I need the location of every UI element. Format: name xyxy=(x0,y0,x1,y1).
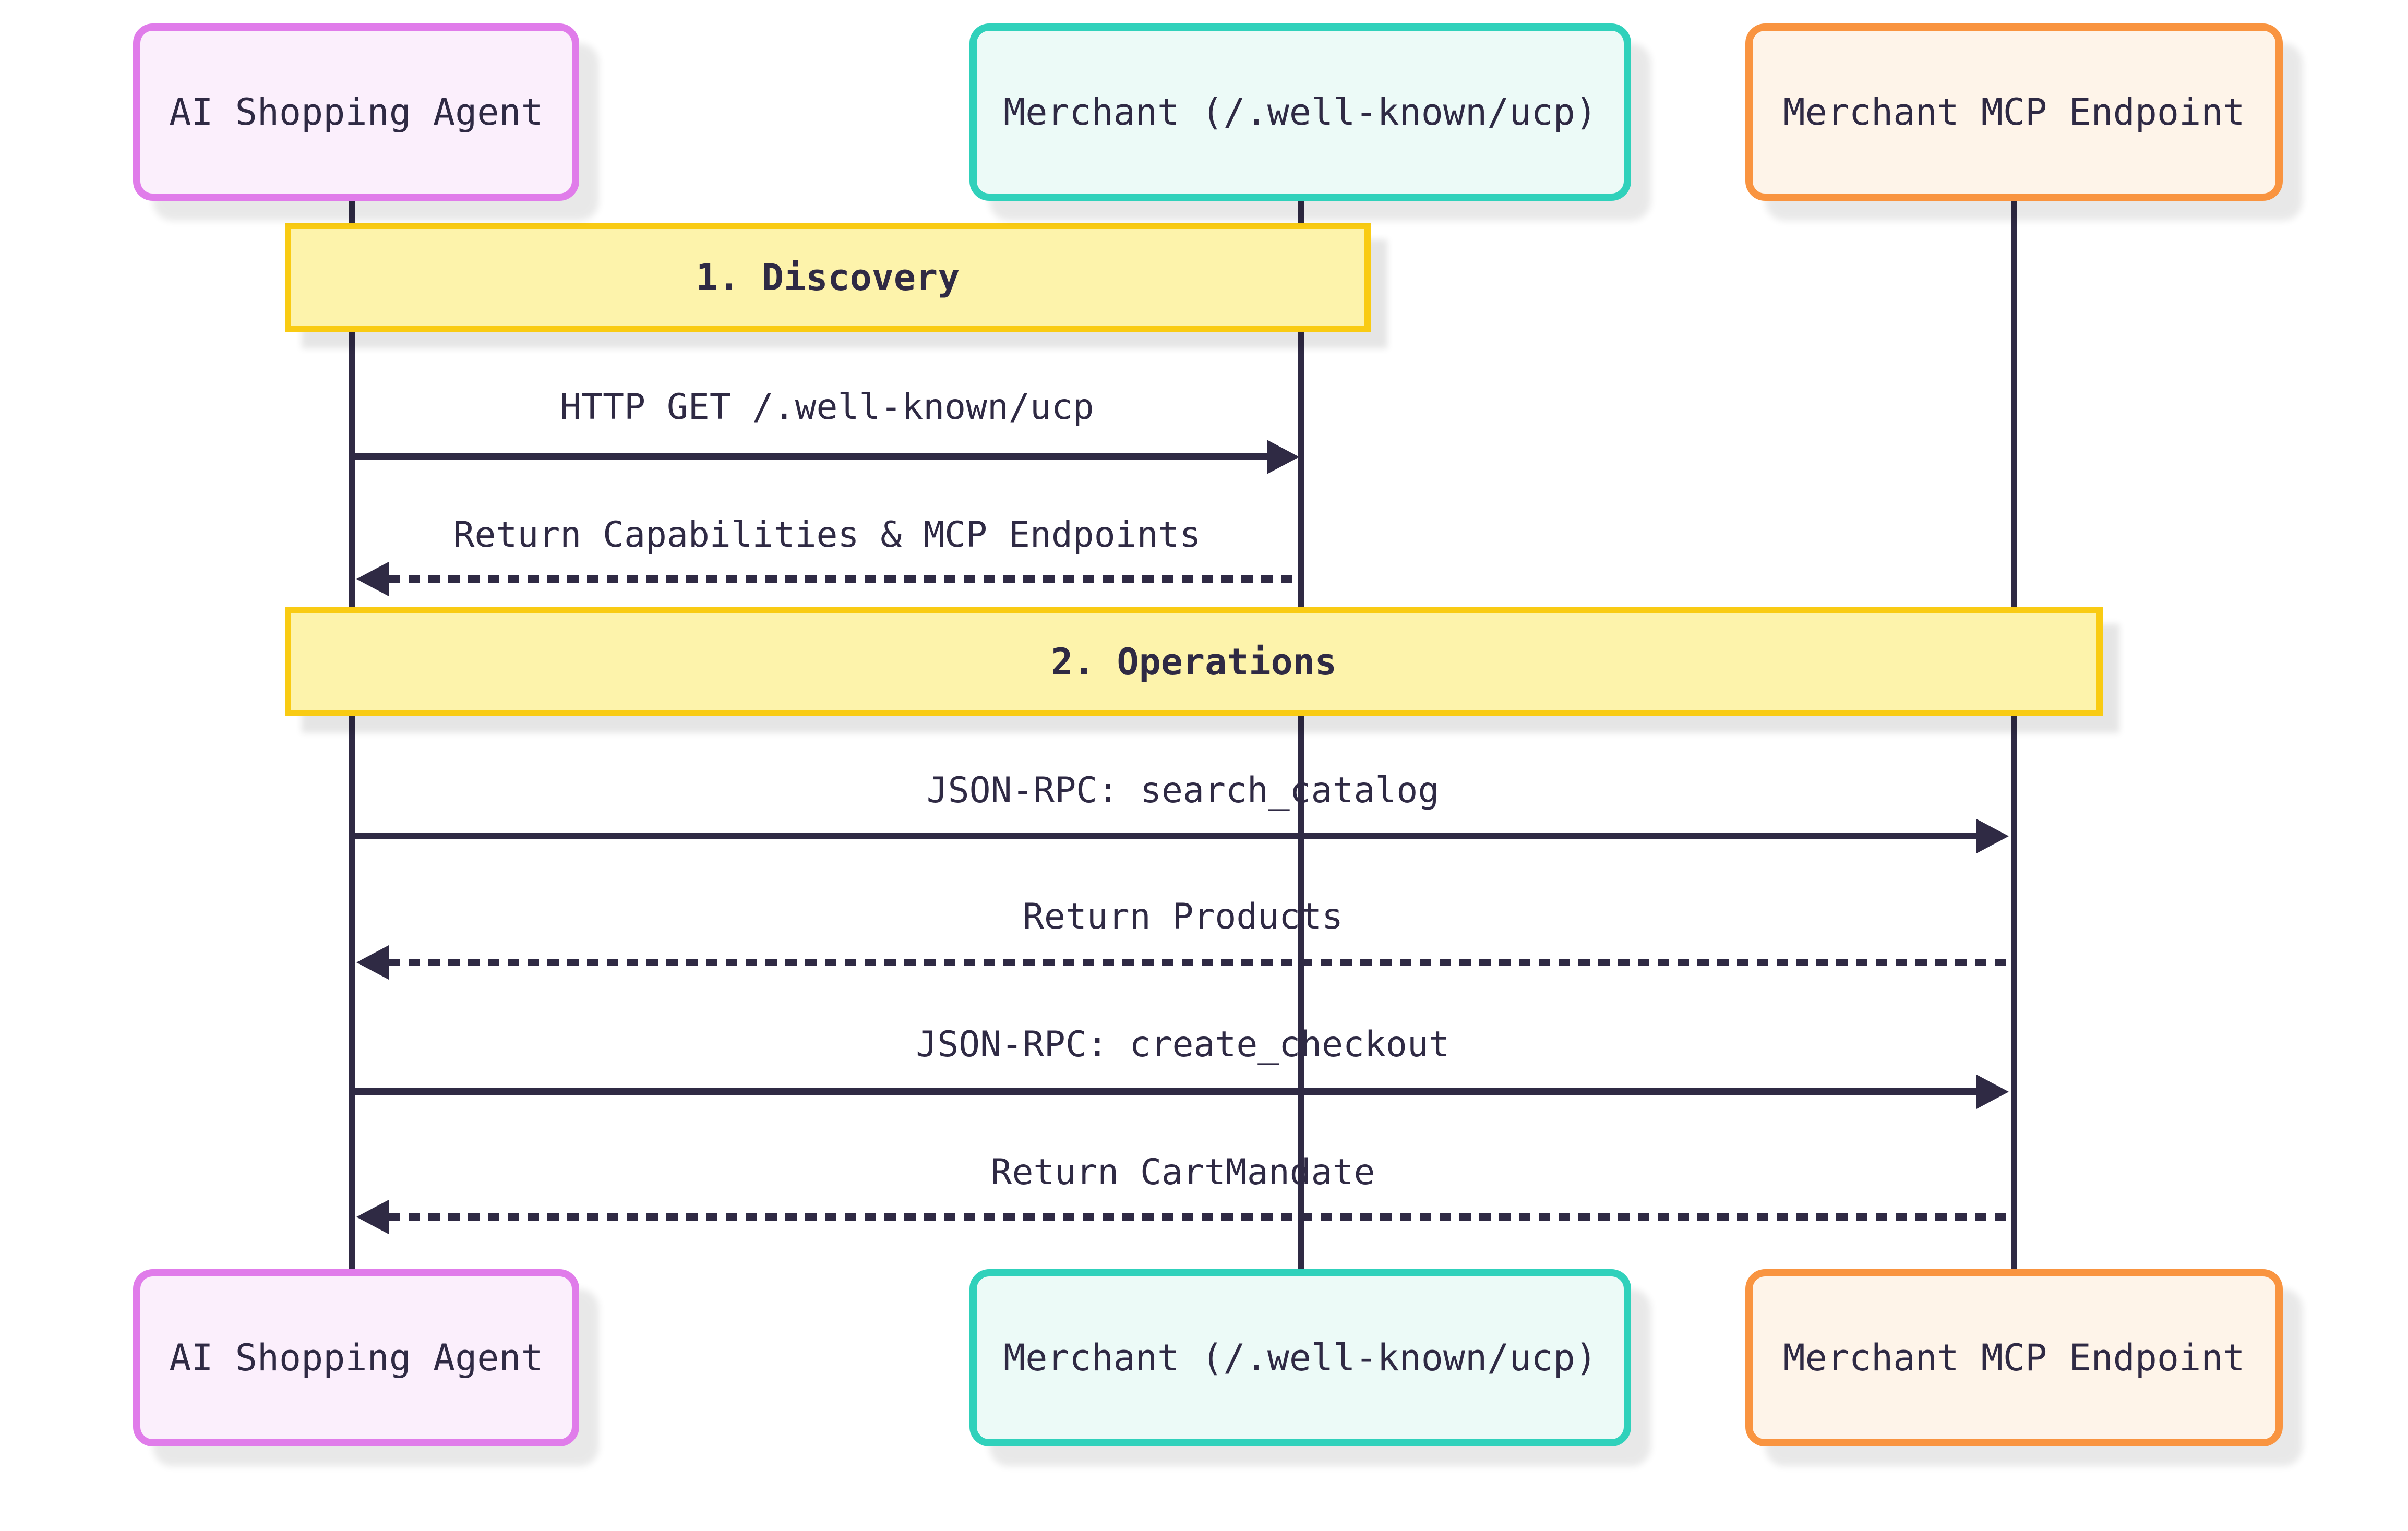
message-arrow-http-get xyxy=(352,453,1268,460)
actor-label: AI Shopping Agent xyxy=(169,91,543,134)
message-label-return-capabilities: Return Capabilities & MCP Endpoints xyxy=(453,514,1201,556)
message-arrow-return-capabilities xyxy=(389,575,1301,583)
actor-box-ai-shopping-agent-top: AI Shopping Agent xyxy=(133,23,579,201)
actor-box-merchant-mcp-endpoint-bottom: Merchant MCP Endpoint xyxy=(1745,1269,2283,1446)
actor-box-merchant-well-known-top: Merchant (/.well-known/ucp) xyxy=(969,23,1631,201)
lifeline-merchant-well-known xyxy=(1298,201,1304,1269)
actor-box-ai-shopping-agent-bottom: AI Shopping Agent xyxy=(133,1269,579,1446)
arrowhead-left-icon xyxy=(356,1200,389,1234)
arrowhead-right-icon xyxy=(1976,819,2009,853)
lifeline-merchant-mcp-endpoint xyxy=(2011,201,2017,1269)
message-label-search-catalog: JSON-RPC: search_catalog xyxy=(926,770,1440,811)
message-label-create-checkout: JSON-RPC: create_checkout xyxy=(916,1024,1450,1065)
section-label-discovery: 1. Discovery xyxy=(696,256,960,299)
actor-label: Merchant MCP Endpoint xyxy=(1783,1336,2245,1379)
actor-box-merchant-well-known-bottom: Merchant (/.well-known/ucp) xyxy=(969,1269,1631,1446)
arrowhead-right-icon xyxy=(1976,1075,2009,1109)
message-arrow-return-cartmandate xyxy=(389,1213,2014,1221)
message-label-http-get: HTTP GET /.well-known/ucp xyxy=(560,387,1094,428)
arrowhead-right-icon xyxy=(1267,440,1299,474)
message-arrow-search-catalog xyxy=(352,833,1978,839)
message-label-return-products: Return Products xyxy=(1022,896,1344,937)
message-arrow-return-products xyxy=(389,959,2014,966)
section-label-operations: 2. Operations xyxy=(1051,640,1337,683)
lifeline-ai-shopping-agent xyxy=(349,201,355,1269)
message-label-return-cartmandate: Return CartMandate xyxy=(990,1152,1375,1193)
actor-label: AI Shopping Agent xyxy=(169,1336,543,1379)
section-banner-operations: 2. Operations xyxy=(285,607,2103,716)
message-arrow-create-checkout xyxy=(352,1088,1978,1095)
section-banner-discovery: 1. Discovery xyxy=(285,223,1371,332)
arrowhead-left-icon xyxy=(356,945,389,980)
actor-label: Merchant (/.well-known/ucp) xyxy=(1003,1336,1597,1379)
actor-box-merchant-mcp-endpoint-top: Merchant MCP Endpoint xyxy=(1745,23,2283,201)
actor-label: Merchant (/.well-known/ucp) xyxy=(1003,91,1597,134)
actor-label: Merchant MCP Endpoint xyxy=(1783,91,2245,134)
arrowhead-left-icon xyxy=(356,562,389,596)
